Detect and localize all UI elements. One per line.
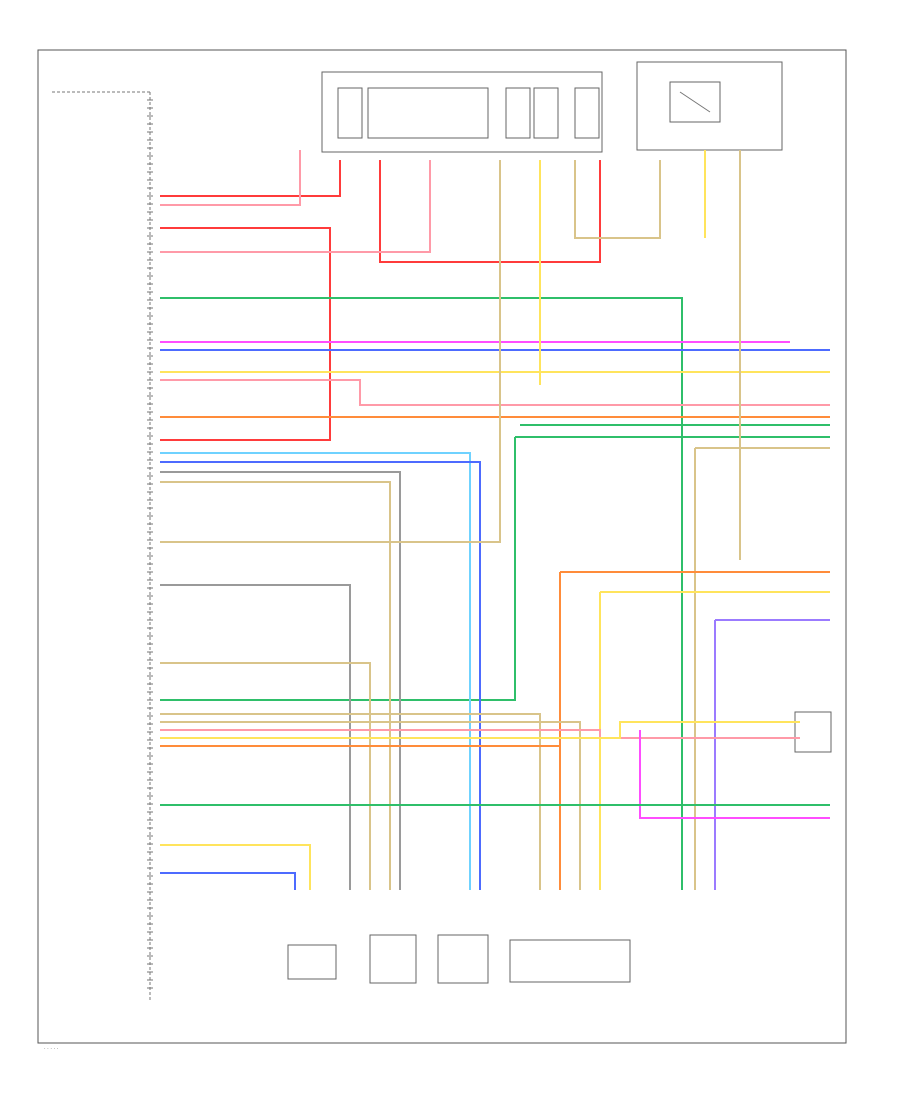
wire-yellow	[160, 844, 311, 890]
wire-green	[160, 436, 830, 701]
wire-gray	[160, 471, 401, 890]
wire-set	[160, 150, 830, 890]
wire-yellow	[599, 591, 830, 890]
switch-box-right	[794, 711, 832, 753]
bottom-components	[287, 711, 832, 984]
footer-label: · · · · ·	[44, 1046, 59, 1052]
wire-yellow	[160, 721, 800, 739]
wire-red	[160, 227, 331, 441]
sensor-box-1	[287, 944, 337, 980]
wire-pink	[160, 379, 830, 406]
wire-pink	[160, 150, 301, 206]
wire-red	[379, 160, 601, 263]
wire-red	[160, 160, 341, 197]
wire-green	[160, 297, 683, 890]
wire-tan	[160, 481, 391, 890]
wire-tan	[574, 160, 661, 239]
diagram-border	[37, 49, 847, 1044]
wire-blue	[160, 872, 296, 890]
wire-tan	[160, 721, 581, 890]
wire-tan	[160, 713, 541, 890]
wire-gray	[160, 584, 351, 890]
relay-block	[636, 61, 783, 151]
left-connector-column	[52, 91, 153, 1000]
wire-pink	[160, 729, 800, 739]
wire-violet	[714, 619, 830, 890]
wire-tan	[160, 160, 501, 543]
wire-tan	[694, 447, 830, 890]
wire-magenta	[639, 730, 830, 819]
wire-tan	[160, 662, 371, 890]
sensor-box-3	[437, 934, 489, 984]
wire-pink	[160, 160, 431, 253]
wire-blue	[160, 461, 481, 890]
sensor-box-2	[369, 934, 417, 984]
fuse-relay-block	[321, 71, 603, 153]
wire-light_blue	[160, 452, 471, 890]
sensor-box-4	[509, 939, 631, 983]
